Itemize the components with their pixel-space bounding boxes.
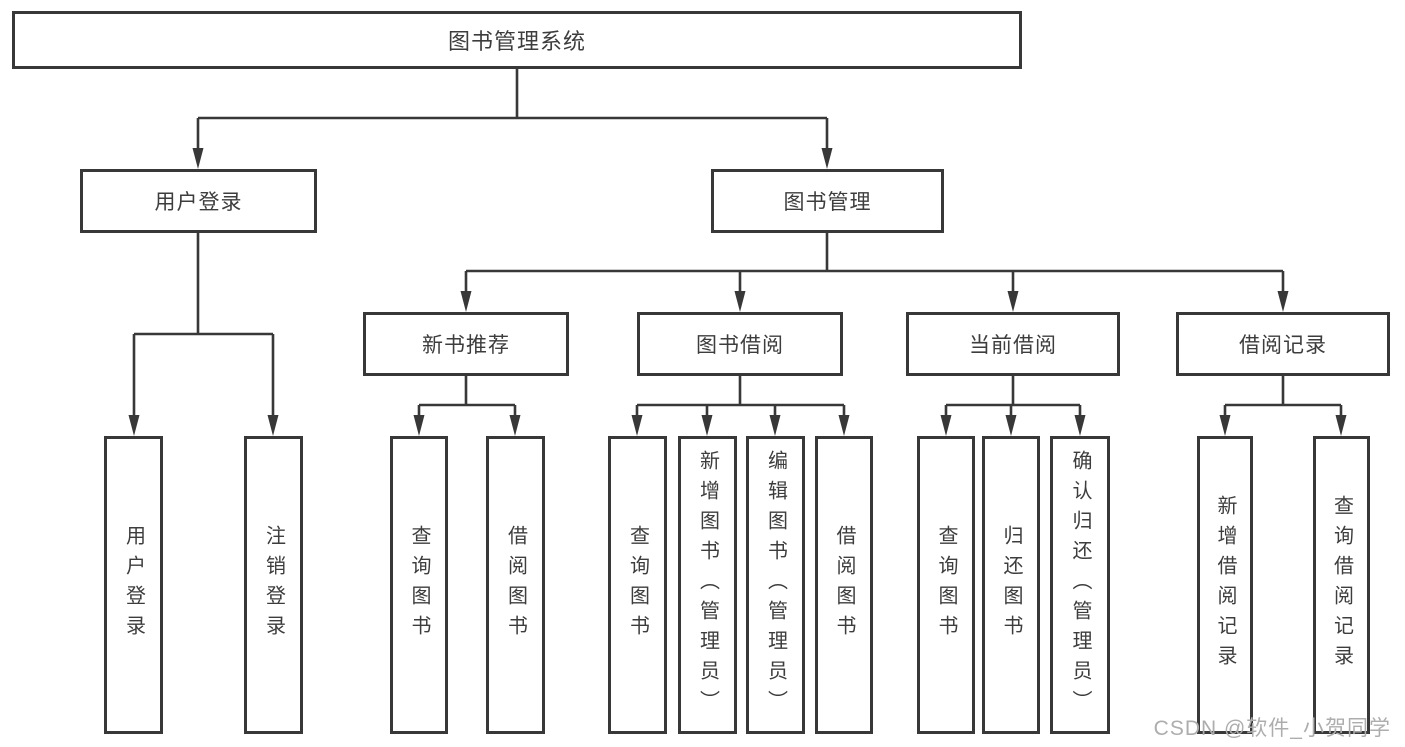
connector-stems bbox=[132, 69, 1343, 423]
node-user-login: 用户登录 bbox=[80, 169, 317, 233]
node-return-books: 归还图书 bbox=[982, 436, 1040, 734]
node-current-borrowing: 当前借阅 bbox=[906, 312, 1120, 376]
node-query-borrow-record: 查询借阅记录 bbox=[1313, 436, 1370, 734]
node-query-books-borrowing: 查询图书 bbox=[608, 436, 667, 734]
arrowheads bbox=[128, 148, 1347, 436]
node-add-books-admin: 新增图书（管理员） bbox=[678, 436, 737, 734]
node-book-borrowing: 图书借阅 bbox=[637, 312, 843, 376]
node-root: 图书管理系统 bbox=[12, 11, 1022, 69]
node-borrow-books-borrowing: 借阅图书 bbox=[815, 436, 873, 734]
node-book-management: 图书管理 bbox=[711, 169, 944, 233]
node-confirm-return-admin: 确认归还（管理员） bbox=[1050, 436, 1110, 734]
node-user-login-action: 用户登录 bbox=[104, 436, 163, 734]
node-borrowing-records: 借阅记录 bbox=[1176, 312, 1390, 376]
watermark: CSDN @软件_小贺同学 bbox=[1153, 717, 1391, 740]
node-edit-books-admin: 编辑图书（管理员） bbox=[746, 436, 805, 734]
node-query-books-recommend: 查询图书 bbox=[390, 436, 448, 734]
node-query-books-current: 查询图书 bbox=[917, 436, 975, 734]
node-logout-action: 注销登录 bbox=[244, 436, 303, 734]
node-add-borrow-record: 新增借阅记录 bbox=[1197, 436, 1253, 734]
node-new-book-recommend: 新书推荐 bbox=[363, 312, 569, 376]
node-borrow-books-recommend: 借阅图书 bbox=[486, 436, 545, 734]
